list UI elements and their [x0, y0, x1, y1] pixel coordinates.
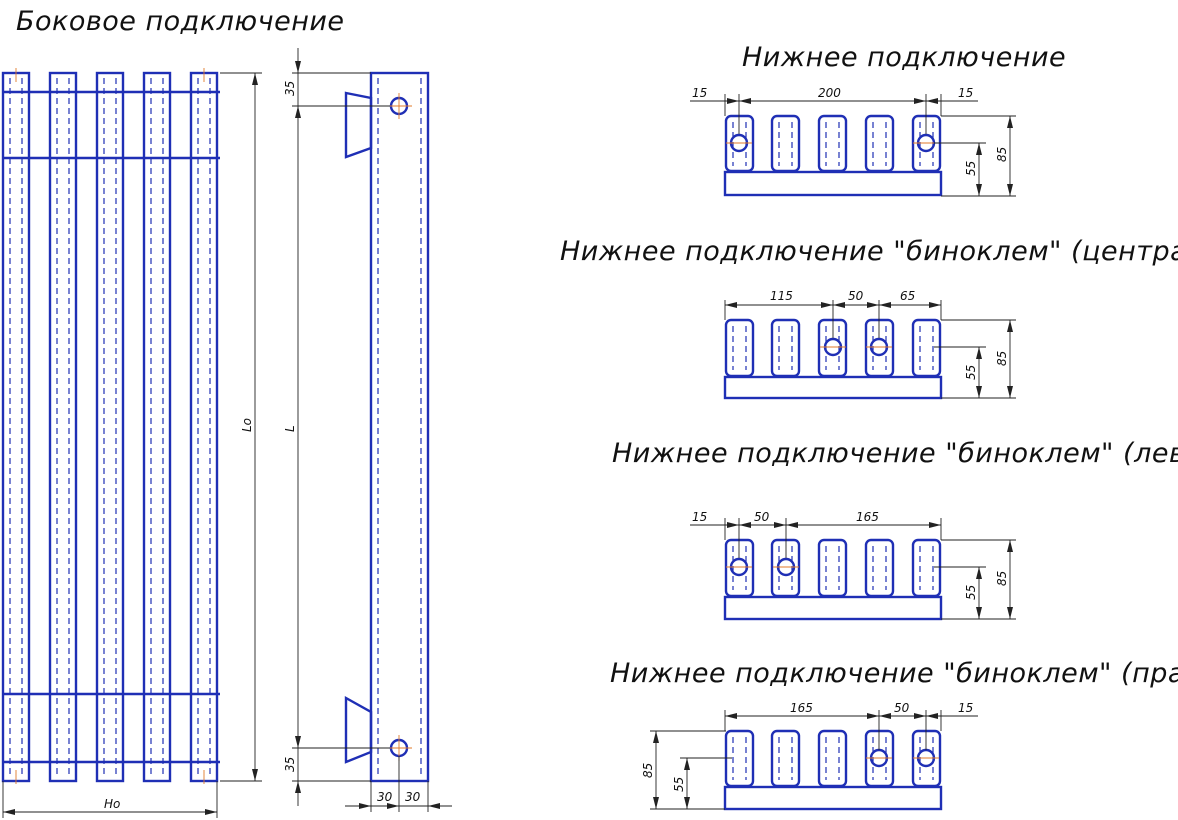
bottom-view-standard: 15 200 15 55 85 — [690, 86, 1016, 197]
dim-h55: 55 — [964, 161, 978, 176]
radiator-tube — [189, 71, 219, 783]
radiator-tube — [48, 71, 78, 783]
dim-span: 200 — [818, 86, 841, 100]
side-profile-view: L 35 35 30 30 — [283, 48, 452, 812]
dim-c: 165 — [856, 510, 879, 524]
dim-b: 50 — [894, 701, 910, 715]
dim-bottom-offset: 35 — [283, 757, 297, 772]
radiator-tube — [95, 71, 125, 783]
dim-a: 15 — [692, 510, 707, 524]
dim-h85: 85 — [995, 571, 1009, 586]
dim-top-offset: 35 — [283, 81, 297, 96]
title-binocular-right: Нижнее подключение "биноклем" (правое) — [610, 658, 1178, 689]
dim-h85: 85 — [995, 351, 1009, 366]
dim-b: 50 — [754, 510, 770, 524]
dim-depth-a: 30 — [377, 790, 393, 804]
dim-a: 115 — [770, 289, 793, 303]
dim-h55: 55 — [964, 365, 978, 380]
dim-h85: 85 — [995, 147, 1009, 162]
dim-Ho-label: Ho — [104, 797, 120, 811]
dim-h85: 85 — [641, 763, 655, 778]
bottom-view-binocular-left: 15 50 165 55 85 — [690, 510, 1016, 621]
dim-depth-b: 30 — [405, 790, 421, 804]
dim-right: 15 — [958, 86, 973, 100]
dim-c: 15 — [958, 701, 973, 715]
bottom-view-binocular-right: 165 50 15 55 85 — [641, 701, 978, 811]
dim-h55: 55 — [672, 777, 686, 792]
radiator-tube — [1, 71, 31, 783]
bottom-view-binocular-center: 115 50 65 55 85 — [723, 289, 1016, 400]
side-front-view: Lo Ho — [1, 68, 262, 818]
dim-a: 165 — [790, 701, 813, 715]
title-binocular-left: Нижнее подключение "биноклем" (левое) — [612, 438, 1178, 469]
dim-L-label: L — [283, 425, 297, 432]
dim-b: 50 — [848, 289, 864, 303]
dim-Lo-label: Lo — [240, 418, 254, 432]
title-bottom-connection: Нижнее подключение — [742, 42, 1066, 73]
radiator-tube — [142, 71, 172, 783]
dim-left: 15 — [692, 86, 707, 100]
dim-h55: 55 — [964, 585, 978, 600]
dim-c: 65 — [900, 289, 915, 303]
title-binocular-center: Нижнее подключение "биноклем" (центральн… — [560, 236, 1178, 267]
title-side-connection: Боковое подключение — [16, 6, 345, 37]
